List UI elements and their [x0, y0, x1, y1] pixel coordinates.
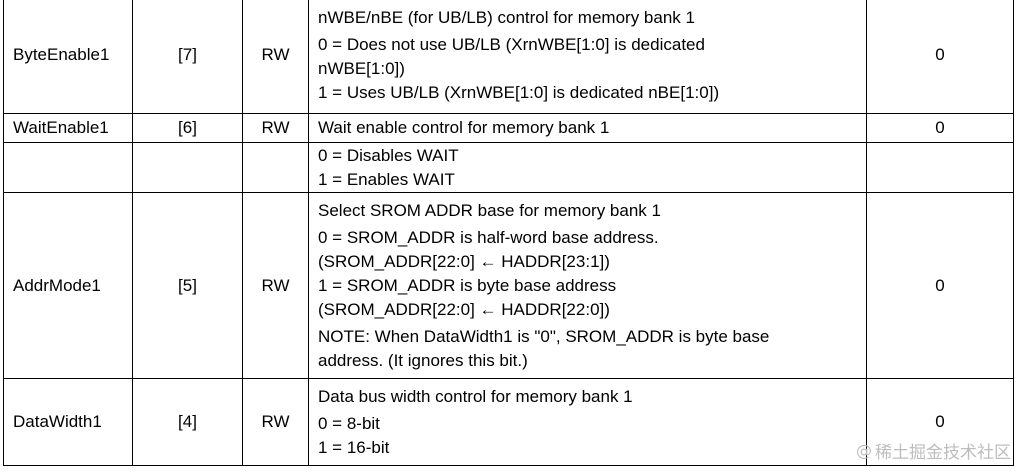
register-table: ByteEnable1 [7] RW nWBE/nBE (for UB/LB) … — [3, 0, 1014, 466]
table-row: AddrMode1 [5] RW Select SROM ADDR base f… — [3, 192, 1014, 379]
reset-value-cell — [866, 142, 1014, 193]
reset-value-cell: 0 — [866, 378, 1014, 466]
reset-value-cell: 0 — [866, 113, 1014, 143]
table-row: 0 = Disables WAIT 1 = Enables WAIT — [3, 142, 1014, 193]
description-line: Data bus width control for memory bank 1 — [318, 386, 633, 406]
reset-value-cell: 0 — [866, 192, 1014, 379]
bit-position-cell: [5] — [132, 192, 243, 379]
access-type-cell — [242, 142, 309, 193]
bit-position-cell: [4] — [132, 378, 243, 466]
description-line: nWBE[1:0]) — [318, 58, 405, 78]
bit-position-cell: [7] — [132, 0, 243, 114]
access-type-cell: RW — [242, 192, 309, 379]
description-line: nWBE/nBE (for UB/LB) control for memory … — [318, 7, 695, 27]
description-cell: nWBE/nBE (for UB/LB) control for memory … — [308, 0, 867, 114]
description-line: Select SROM ADDR base for memory bank 1 — [318, 200, 661, 220]
bit-position-cell — [132, 142, 243, 193]
description-line: 0 = SROM_ADDR is half-word base address. — [318, 227, 659, 247]
description-line: address. (It ignores this bit.) — [318, 350, 528, 370]
watermark-text: 稀土掘金技术社区 — [875, 443, 1011, 463]
reset-value-cell: 0 — [866, 0, 1014, 114]
description-line: 1 = Uses UB/LB (XrnWBE[1:0] is dedicated… — [318, 82, 720, 102]
description-line: 1 = 16-bit — [318, 437, 390, 457]
description-line: (SROM_ADDR[22:0] ← HADDR[23:1]) — [318, 251, 610, 271]
access-type-cell: RW — [242, 0, 309, 114]
description-cell: Data bus width control for memory bank 1… — [308, 378, 867, 466]
description-line: 1 = Enables WAIT — [318, 169, 455, 189]
field-name-cell: AddrMode1 — [3, 192, 133, 379]
field-name-cell: ByteEnable1 — [3, 0, 133, 114]
watermark: @ 稀土掘金技术社区 — [856, 438, 1011, 463]
table-row: ByteEnable1 [7] RW nWBE/nBE (for UB/LB) … — [3, 0, 1014, 114]
table-row: WaitEnable1 [6] RW Wait enable control f… — [3, 113, 1014, 143]
description-line: 1 = SROM_ADDR is byte base address — [318, 275, 617, 295]
access-type-cell: RW — [242, 113, 309, 143]
description-line: 0 = 8-bit — [318, 413, 380, 433]
description-cell: 0 = Disables WAIT 1 = Enables WAIT — [308, 142, 867, 193]
description-cell: Wait enable control for memory bank 1 — [308, 113, 867, 143]
description-line: Wait enable control for memory bank 1 — [318, 118, 610, 137]
description-line: NOTE: When DataWidth1 is "0", SROM_ADDR … — [318, 326, 770, 346]
field-name-cell: WaitEnable1 — [3, 113, 133, 143]
access-type-cell: RW — [242, 378, 309, 466]
description-line: (SROM_ADDR[22:0] ← HADDR[22:0]) — [318, 299, 610, 319]
field-name-cell: DataWidth1 — [3, 378, 133, 466]
table-row: DataWidth1 [4] RW Data bus width control… — [3, 378, 1014, 466]
field-name-cell — [3, 142, 133, 193]
bit-position-cell: [6] — [132, 113, 243, 143]
description-line: 0 = Does not use UB/LB (XrnWBE[1:0] is d… — [318, 34, 705, 54]
watermark-at-sign: @ — [856, 441, 872, 460]
description-line: 0 = Disables WAIT — [318, 145, 459, 165]
description-cell: Select SROM ADDR base for memory bank 1 … — [308, 192, 867, 379]
